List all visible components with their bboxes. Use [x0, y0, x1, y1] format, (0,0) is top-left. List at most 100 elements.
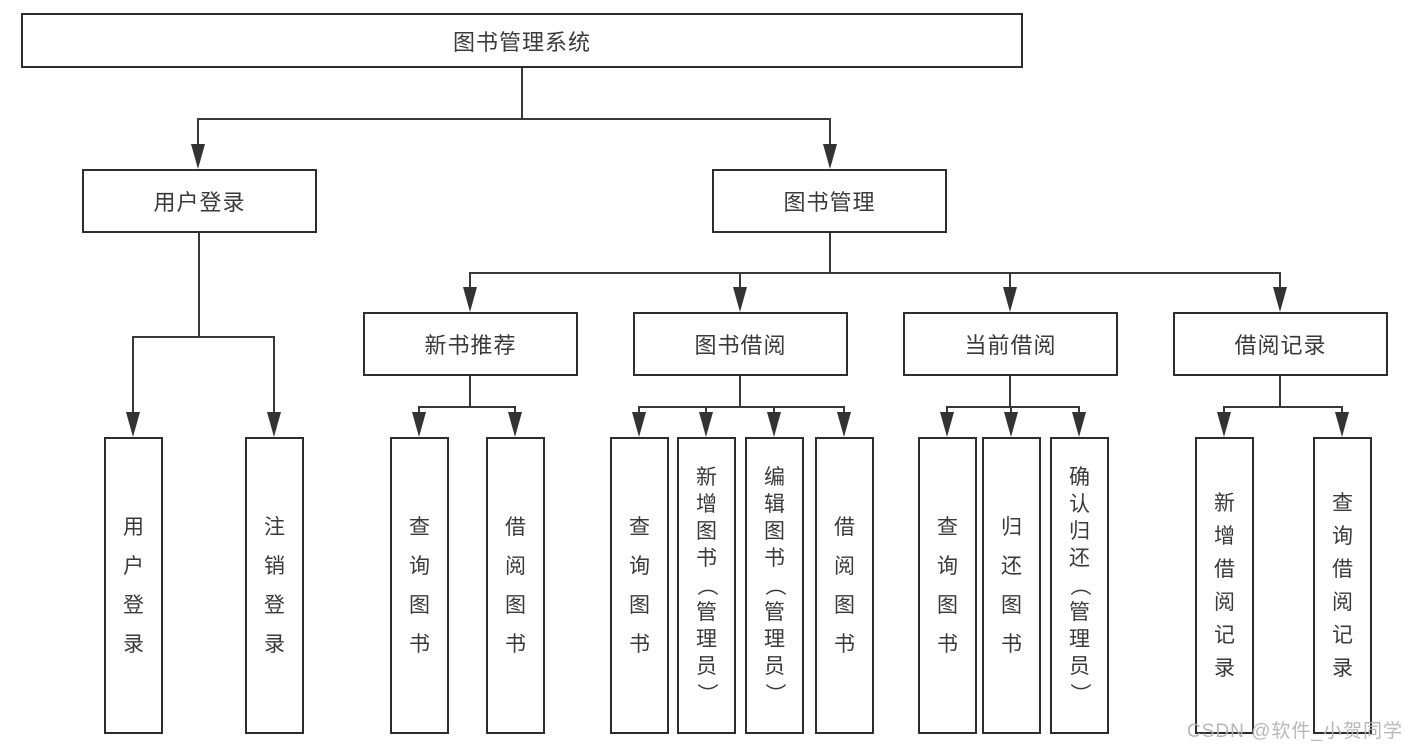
- arrow-down-icon: [126, 412, 140, 437]
- vertical-char: ）: [1068, 683, 1091, 704]
- arrow-down-icon: [1335, 412, 1349, 437]
- arrow-down-icon: [463, 287, 477, 312]
- connector-line-horizontal: [418, 406, 516, 408]
- vertical-char: 用: [123, 515, 144, 539]
- leaf-records-query-record: 查询借阅记录: [1313, 437, 1372, 734]
- vertical-char: 书: [937, 632, 958, 656]
- node-book-management: 图书管理: [712, 169, 947, 233]
- connector-line-vertical: [1341, 406, 1343, 414]
- vertical-char: （: [1068, 575, 1091, 596]
- node-user-login: 用户登录: [82, 169, 317, 233]
- vertical-char: 销: [264, 554, 285, 578]
- vertical-char: 户: [123, 554, 144, 578]
- leaf-borrowing-query-books: 查询图书: [610, 437, 669, 734]
- arrow-down-icon: [1217, 412, 1231, 437]
- connector-line-vertical: [197, 118, 199, 146]
- vertical-char: 询: [629, 554, 650, 578]
- node-borrowing-records-label: 借阅记录: [1234, 333, 1327, 358]
- connector-line-vertical: [1009, 376, 1011, 407]
- leaf-current-query-books-label: 查询图书: [937, 439, 958, 732]
- vertical-char: 查: [937, 515, 958, 539]
- vertical-char: 管: [1069, 601, 1090, 624]
- leaf-newbook-borrow-books: 借阅图书: [486, 437, 545, 734]
- leaf-newbook-query-books-label: 查询图书: [409, 439, 430, 732]
- connector-line-horizontal: [946, 406, 1080, 408]
- vertical-char: 图: [834, 593, 855, 617]
- arrow-down-icon: [1273, 287, 1287, 312]
- vertical-char: 书: [629, 632, 650, 656]
- connector-line-vertical: [132, 336, 134, 414]
- vertical-char: 借: [505, 515, 526, 539]
- vertical-char: 书: [505, 632, 526, 656]
- connector-line-horizontal: [197, 118, 831, 120]
- connector-line-vertical: [1010, 406, 1012, 414]
- vertical-char: 员: [696, 655, 717, 678]
- vertical-char: 录: [1214, 656, 1235, 680]
- vertical-char: 管: [764, 601, 785, 624]
- vertical-char: 注: [264, 515, 285, 539]
- leaf-borrowing-borrow-books-label: 借阅图书: [834, 439, 855, 732]
- arrow-down-icon: [1004, 412, 1018, 437]
- vertical-char: 图: [629, 593, 650, 617]
- arrow-down-icon: [733, 287, 747, 312]
- vertical-char: 询: [1332, 524, 1353, 548]
- vertical-char: 还: [1001, 554, 1022, 578]
- arrow-down-icon: [508, 412, 522, 437]
- vertical-char: 记: [1332, 623, 1353, 647]
- leaf-logout-label: 注销登录: [264, 439, 285, 732]
- leaf-logout: 注销登录: [245, 437, 304, 734]
- connector-line-vertical: [1223, 406, 1225, 414]
- connector-line-vertical: [1009, 272, 1011, 289]
- vertical-char: 登: [264, 593, 285, 617]
- vertical-char: ）: [763, 683, 786, 704]
- vertical-char: 图: [1001, 593, 1022, 617]
- leaf-current-confirm-return-admin: 确认归还（管理员）: [1050, 437, 1109, 734]
- leaf-current-confirm-return-admin-label: 确认归还（管理员）: [1068, 439, 1091, 732]
- vertical-char: 还: [1069, 547, 1090, 570]
- leaf-newbook-borrow-books-label: 借阅图书: [505, 439, 526, 732]
- leaf-current-query-books: 查询图书: [918, 437, 977, 734]
- leaf-records-query-record-label: 查询借阅记录: [1332, 439, 1353, 732]
- leaf-user-login: 用户登录: [104, 437, 163, 734]
- vertical-char: （: [763, 575, 786, 596]
- vertical-char: 书: [696, 547, 717, 570]
- vertical-char: 图: [764, 520, 785, 543]
- node-root: 图书管理系统: [21, 13, 1023, 68]
- vertical-char: 借: [834, 515, 855, 539]
- connector-line-vertical: [829, 118, 831, 146]
- vertical-char: 图: [505, 593, 526, 617]
- vertical-char: 员: [1069, 655, 1090, 678]
- vertical-char: 阅: [1332, 590, 1353, 614]
- node-book-management-label: 图书管理: [783, 190, 876, 215]
- connector-line-vertical: [469, 272, 471, 289]
- leaf-borrowing-add-books-admin-label: 新增图书（管理员）: [695, 439, 718, 732]
- leaf-records-add-record: 新增借阅记录: [1195, 437, 1254, 734]
- vertical-char: 书: [1001, 632, 1022, 656]
- vertical-char: 增: [1214, 524, 1235, 548]
- vertical-char: 查: [1332, 491, 1353, 515]
- connector-line-horizontal: [469, 272, 1281, 274]
- connector-line-vertical: [514, 406, 516, 414]
- node-current-borrowing-label: 当前借阅: [964, 333, 1057, 358]
- vertical-char: 查: [629, 515, 650, 539]
- node-book-borrowing-label: 图书借阅: [694, 333, 787, 358]
- vertical-char: 理: [696, 628, 717, 651]
- vertical-char: 图: [937, 593, 958, 617]
- connector-line-vertical: [773, 406, 775, 414]
- leaf-borrowing-edit-books-admin-label: 编辑图书（管理员）: [763, 439, 786, 732]
- node-user-login-label: 用户登录: [153, 190, 246, 215]
- vertical-char: 阅: [1214, 590, 1235, 614]
- vertical-char: 新: [696, 466, 717, 489]
- arrow-down-icon: [267, 412, 281, 437]
- arrow-down-icon: [940, 412, 954, 437]
- leaf-newbook-query-books: 查询图书: [390, 437, 449, 734]
- connector-line-vertical: [829, 233, 831, 274]
- vertical-char: 书: [764, 547, 785, 570]
- vertical-char: 借: [1332, 557, 1353, 581]
- connector-line-vertical: [418, 406, 420, 414]
- connector-line-vertical: [198, 233, 200, 338]
- vertical-char: 理: [1069, 628, 1090, 651]
- vertical-char: 图: [696, 520, 717, 543]
- arrow-down-icon: [412, 412, 426, 437]
